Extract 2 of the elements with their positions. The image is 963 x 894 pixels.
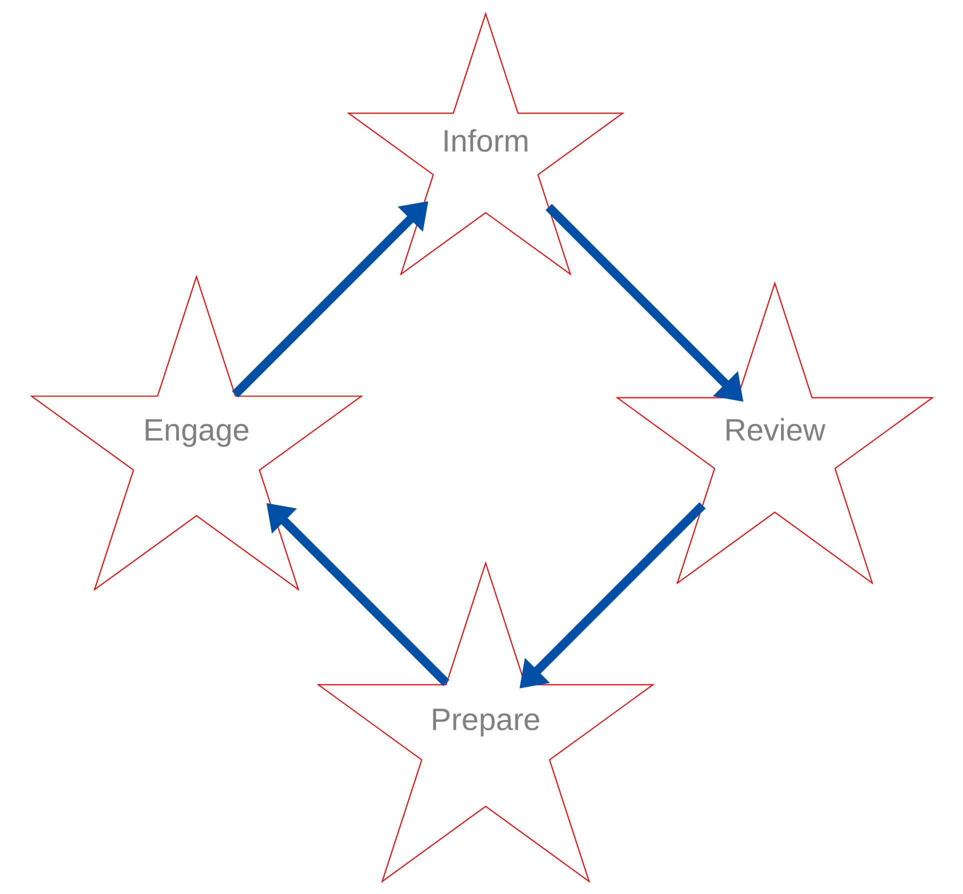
arrow: [519, 502, 706, 688]
arrow: [545, 203, 743, 402]
